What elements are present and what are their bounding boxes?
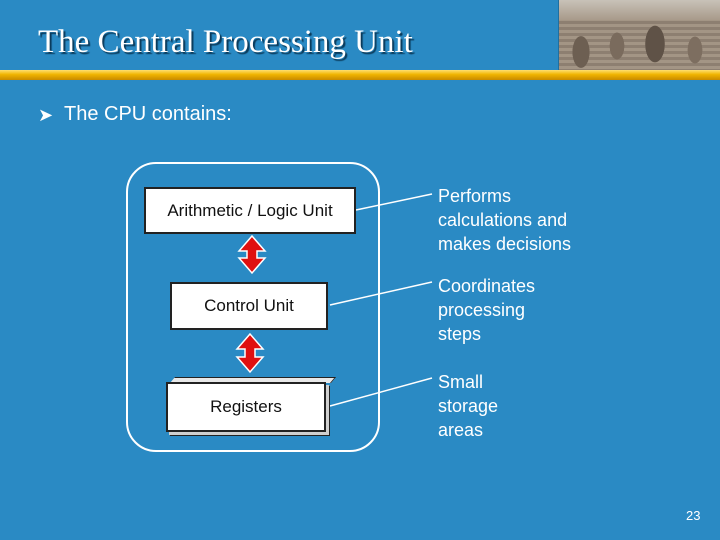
alu-box: Arithmetic / Logic Unit: [144, 187, 356, 234]
leader-line-alu: [355, 193, 433, 211]
photo-sky: [559, 0, 720, 20]
description-line: Performs: [438, 186, 512, 206]
double-headed-arrow-icon: [237, 234, 267, 275]
arrowhead-bullet-icon: ➤: [38, 105, 54, 125]
header-photo: [558, 0, 720, 72]
leader-line-control-unit: [329, 281, 433, 306]
double-headed-arrow-icon: [235, 332, 265, 374]
bullet-text: The CPU contains:: [64, 103, 232, 125]
description-line: Small: [438, 372, 484, 392]
alu-label: Arithmetic / Logic Unit: [167, 200, 333, 220]
control-unit-description: Coordinates processing steps: [438, 274, 535, 346]
leader-line-registers: [329, 377, 433, 407]
description-line: areas: [438, 420, 484, 440]
registers-label: Registers: [210, 397, 282, 416]
registers-description: Small storage areas: [438, 370, 498, 442]
control-unit-label: Control Unit: [204, 296, 294, 315]
slide-title: The Central Processing Unit: [38, 24, 413, 60]
description-line: storage: [438, 396, 499, 416]
title-underline-bar: [0, 70, 720, 80]
description-line: calculations and: [438, 210, 568, 230]
description-line: Coordinates: [438, 276, 536, 296]
cpu-frame: [126, 162, 380, 452]
description-line: processing: [438, 300, 526, 320]
description-line: steps: [438, 324, 482, 344]
alu-description: Performs calculations and makes decision…: [438, 184, 571, 256]
page-number: 23: [686, 508, 701, 523]
control-unit-box: Control Unit: [170, 282, 328, 330]
registers-box: Registers: [166, 382, 326, 432]
description-line: makes decisions: [438, 234, 572, 254]
